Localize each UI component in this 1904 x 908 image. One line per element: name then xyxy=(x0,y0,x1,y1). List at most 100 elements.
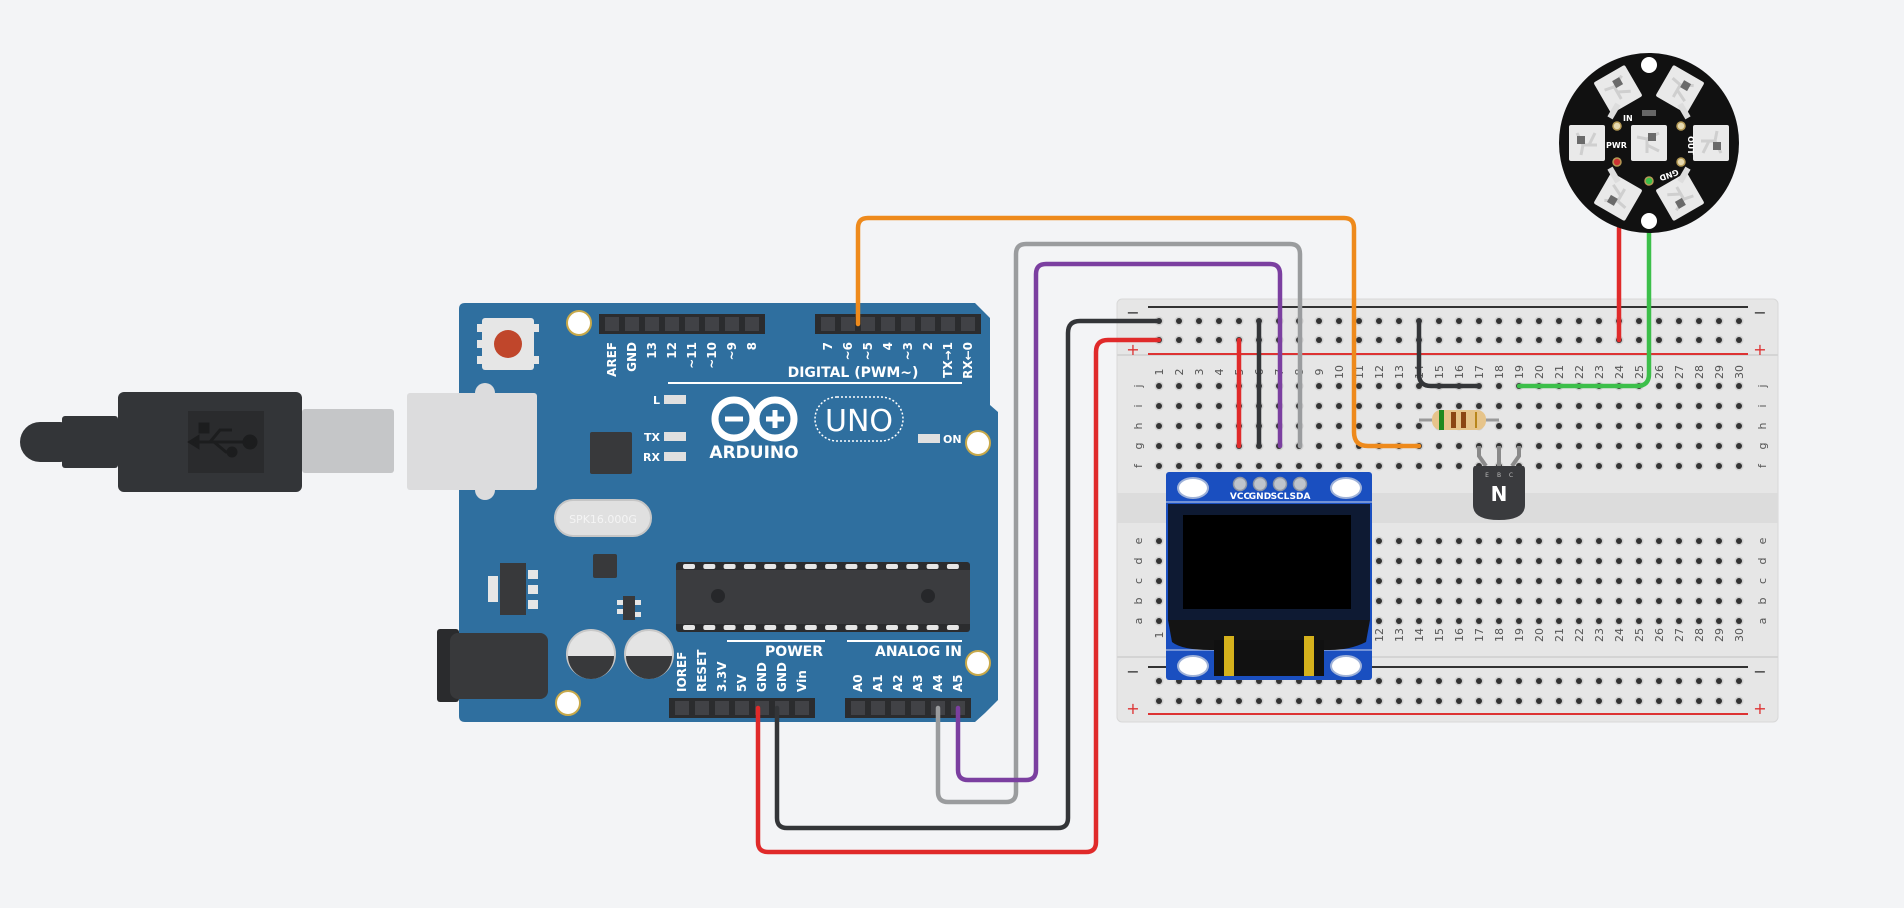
hole-center xyxy=(1236,698,1242,704)
hole-center xyxy=(1736,403,1742,409)
sot-transistor xyxy=(617,596,641,620)
neopixel-led xyxy=(1594,65,1642,114)
jewel-label-in: IN xyxy=(1623,114,1633,123)
hole-center xyxy=(1596,337,1602,343)
usb-cable[interactable] xyxy=(20,392,394,492)
header-pin[interactable] xyxy=(871,701,885,715)
column-number: 18 xyxy=(1493,628,1506,642)
header-pin[interactable] xyxy=(745,317,759,331)
column-number: 12 xyxy=(1373,365,1386,379)
mounting-hole xyxy=(555,690,581,716)
hole-center xyxy=(1576,618,1582,624)
led-label-tx: TX xyxy=(644,431,661,444)
column-number: 20 xyxy=(1533,365,1546,379)
hole-center xyxy=(1676,318,1682,324)
header-pin[interactable] xyxy=(645,317,659,331)
rail-minus-label: − xyxy=(1126,303,1139,322)
header-pin[interactable] xyxy=(605,317,619,331)
header-pin[interactable] xyxy=(695,701,709,715)
oled-mount-hole xyxy=(1330,655,1362,677)
hole-center xyxy=(1616,678,1622,684)
header-pin[interactable] xyxy=(725,317,739,331)
header-pin[interactable] xyxy=(891,701,905,715)
wire-a5-to-scl[interactable] xyxy=(955,261,1283,783)
hole-center xyxy=(1716,423,1722,429)
hole-center xyxy=(1516,403,1522,409)
wire-ring-gnd[interactable] xyxy=(1516,219,1652,389)
header-pin[interactable] xyxy=(901,317,915,331)
transistor-label: N xyxy=(1491,482,1508,506)
hole-center xyxy=(1636,578,1642,584)
hole-center xyxy=(1436,443,1442,449)
hole-center xyxy=(1496,318,1502,324)
hole-center xyxy=(1336,403,1342,409)
header-pin[interactable] xyxy=(911,701,925,715)
hole-center xyxy=(1636,558,1642,564)
hole-center xyxy=(1176,337,1182,343)
column-number: 2 xyxy=(1173,369,1186,376)
header-pin[interactable] xyxy=(675,701,689,715)
hole-center xyxy=(1476,337,1482,343)
header-pin[interactable] xyxy=(795,701,809,715)
hole-center xyxy=(1716,318,1722,324)
header-pin[interactable] xyxy=(705,317,719,331)
resistor-band-brown xyxy=(1451,412,1456,428)
neopixel-jewel[interactable]: IN PWR OUT GND xyxy=(1559,53,1739,233)
hole-center xyxy=(1656,558,1662,564)
hole-center xyxy=(1696,538,1702,544)
header-pin[interactable] xyxy=(841,317,855,331)
wire-gnd-to-rail-minus[interactable] xyxy=(774,318,1162,831)
hole-center xyxy=(1556,337,1562,343)
wire-transistor-gnd[interactable] xyxy=(1416,318,1482,389)
hole-center xyxy=(1656,618,1662,624)
wire-d5-to-resistor[interactable] xyxy=(855,215,1422,449)
column-number: 20 xyxy=(1533,628,1546,642)
wire-a4-to-sda[interactable] xyxy=(935,241,1303,805)
pad-gnd xyxy=(1644,176,1654,186)
column-number: 1 xyxy=(1153,632,1166,639)
hole-center xyxy=(1676,403,1682,409)
hole-center xyxy=(1656,403,1662,409)
header-pin[interactable] xyxy=(625,317,639,331)
reset-button[interactable] xyxy=(477,318,539,370)
pin-label: 2 xyxy=(921,342,935,350)
resistor-band-gold xyxy=(1475,412,1477,428)
header-pin[interactable] xyxy=(685,317,699,331)
header-pin[interactable] xyxy=(665,317,679,331)
hole-center xyxy=(1156,383,1162,389)
hole-center xyxy=(1216,403,1222,409)
hole-center xyxy=(1336,383,1342,389)
hole-center xyxy=(1576,598,1582,604)
header-pin[interactable] xyxy=(881,317,895,331)
hole-center xyxy=(1556,443,1562,449)
hole-center xyxy=(1516,318,1522,324)
header-pin[interactable] xyxy=(851,701,865,715)
header-pin[interactable] xyxy=(821,317,835,331)
resistor[interactable] xyxy=(1419,410,1499,430)
hole-center xyxy=(1636,678,1642,684)
hole-center xyxy=(1536,403,1542,409)
hole-center xyxy=(1516,598,1522,604)
wire-5v-to-rail-plus[interactable] xyxy=(755,337,1162,855)
hole-center xyxy=(1356,337,1362,343)
hole-center xyxy=(1576,678,1582,684)
header-pin[interactable] xyxy=(921,317,935,331)
hole-center xyxy=(1716,678,1722,684)
crystal-oscillator: SPK16.000G xyxy=(554,499,652,537)
hole-center xyxy=(1696,578,1702,584)
header-pin[interactable] xyxy=(715,701,729,715)
hole-center xyxy=(1436,337,1442,343)
hole-center xyxy=(1696,698,1702,704)
hole-center xyxy=(1716,538,1722,544)
header-pin[interactable] xyxy=(941,317,955,331)
header-pin[interactable] xyxy=(861,317,875,331)
header-pin[interactable] xyxy=(961,317,975,331)
header-pin[interactable] xyxy=(735,701,749,715)
hole-center xyxy=(1656,598,1662,604)
hole-center xyxy=(1456,337,1462,343)
hole-center xyxy=(1676,443,1682,449)
